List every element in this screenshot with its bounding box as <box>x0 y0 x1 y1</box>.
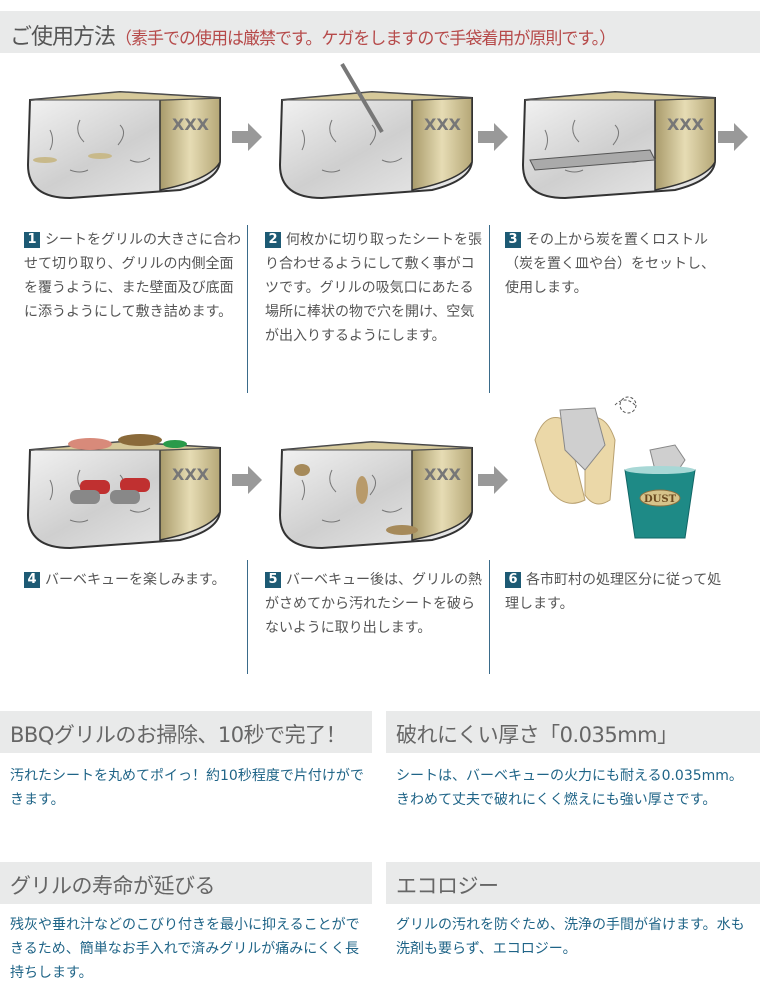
feature-body: 汚れたシートを丸めてポイっ！約10秒程度で片付けができます。 <box>10 768 364 808</box>
step-text: 各市町村の処理区分に従って処理します。 <box>505 572 722 612</box>
feature-title: エコロジー <box>396 874 499 898</box>
feature-heading: グリルの寿命が延びる <box>0 862 372 904</box>
arrow-right-icon <box>232 466 262 494</box>
feature-body: シートは、バーベキューの火力にも耐える0.035mm。きわめて丈夫で破れにくく燃… <box>396 768 743 808</box>
feature-heading: 破れにくい厚さ「0.035mm」 <box>386 711 760 753</box>
grill-lined-icon <box>27 91 221 199</box>
step-number-badge: 1 <box>24 232 40 248</box>
grill-bbq-icon <box>27 434 221 549</box>
arrow-right-icon <box>478 123 508 151</box>
feature-heading: BBQグリルのお掃除、10秒で完了！ <box>0 711 372 753</box>
step-number-badge: 5 <box>265 572 281 588</box>
feature-heading: エコロジー <box>386 862 760 904</box>
grill-dirty-icon <box>279 441 473 549</box>
arrow-right-icon <box>718 123 748 151</box>
step-text: シートをグリルの大きさに合わせて切り取り、グリルの内側全面を覆うように、また壁面… <box>24 232 241 320</box>
feature-title: グリルの寿命が延びる <box>10 874 216 898</box>
divider <box>489 225 490 393</box>
divider <box>489 560 490 674</box>
usage-header: ご使用方法（素手での使用は厳禁です。ケガをしますので手袋着用が原則です。） <box>0 11 760 53</box>
grill-poke-hole-icon <box>279 62 473 199</box>
feature-body: 残灰や垂れ汁などのこびり付きを最小に抑えることができるため、簡単なお手入れで済み… <box>10 917 360 981</box>
step-text: 何枚かに切り取ったシートを張り合わせるようにして敷く事がコツです。グリルの吸気口… <box>265 232 482 344</box>
feature-body: グリルの汚れを防ぐため、洗浄の手間が省けます。水も洗剤も要らず、エコロジー。 <box>396 917 745 957</box>
arrow-right-icon <box>478 466 508 494</box>
usage-title: ご使用方法（素手での使用は厳禁です。ケガをしますので手袋着用が原則です。） <box>10 19 616 51</box>
arrow-right-icon <box>232 123 262 151</box>
step-number-badge: 4 <box>24 572 40 588</box>
step-number-badge: 6 <box>505 572 521 588</box>
step-4: 4 バーベキューを楽しみます。 <box>24 568 249 592</box>
step-text: バーベキューを楽しみます。 <box>45 572 226 588</box>
feature-title: BBQグリルのお掃除、10秒で完了！ <box>10 723 347 747</box>
usage-title-text: ご使用方法 <box>10 25 116 50</box>
grill-rack-icon <box>522 91 716 199</box>
step-number-badge: 2 <box>265 232 281 248</box>
dust-bin-icon: DUST <box>534 396 696 539</box>
step-number-badge: 3 <box>505 232 521 248</box>
usage-warning-note: （素手での使用は厳禁です。ケガをしますので手袋着用が原則です。） <box>115 29 616 49</box>
svg-text:DUST: DUST <box>644 494 677 505</box>
divider <box>247 225 248 393</box>
feature-title: 破れにくい厚さ「0.035mm」 <box>396 723 678 747</box>
divider <box>247 560 248 674</box>
step-text: バーベキュー後は、グリルの熱がさめてから汚れたシートを破らないように取り出します… <box>265 572 482 636</box>
step-text: その上から炭を置くロストル（炭を置く皿や台）をセットし、使用します。 <box>505 232 715 296</box>
